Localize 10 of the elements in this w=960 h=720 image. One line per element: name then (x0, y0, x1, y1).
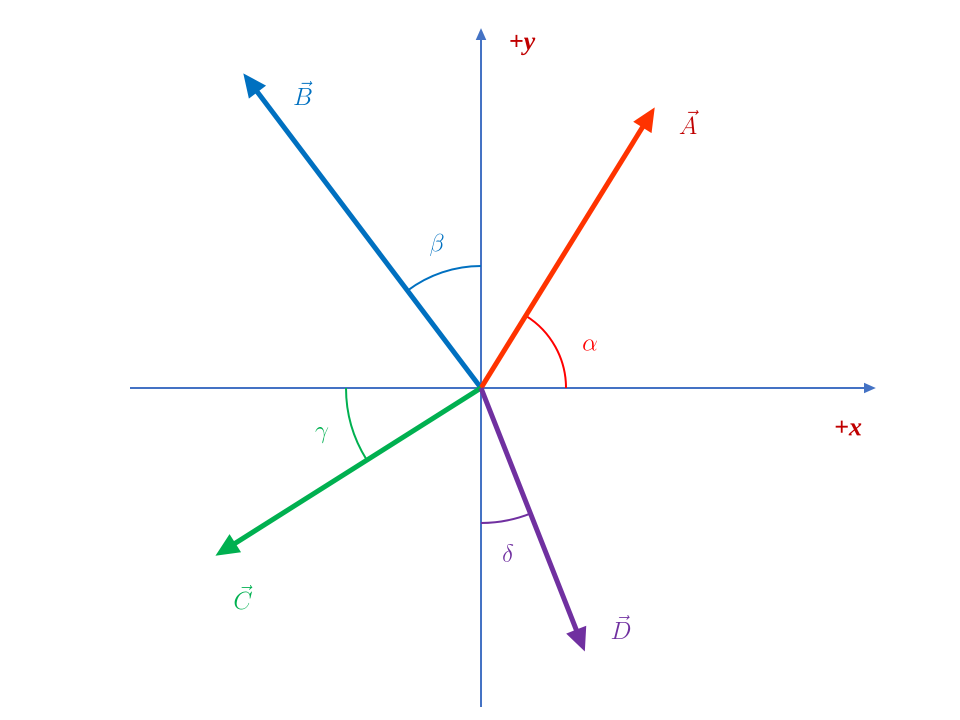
axis-label: +x (836, 420, 862, 436)
vector-label: $\vec{A}$ (680, 110, 699, 134)
angle-label: $\beta$ (430, 234, 444, 256)
vector-label: $\vec{D}$ (612, 614, 630, 639)
angle-label: $\delta$ (503, 544, 514, 562)
axis-label: +y (510, 34, 536, 56)
angle-label: $\alpha$ (583, 339, 597, 351)
vector-label: $\vec{B}$ (294, 80, 312, 105)
angle-label: $\gamma$ (315, 426, 328, 444)
vector-label: $\vec{C}$ (234, 584, 252, 610)
